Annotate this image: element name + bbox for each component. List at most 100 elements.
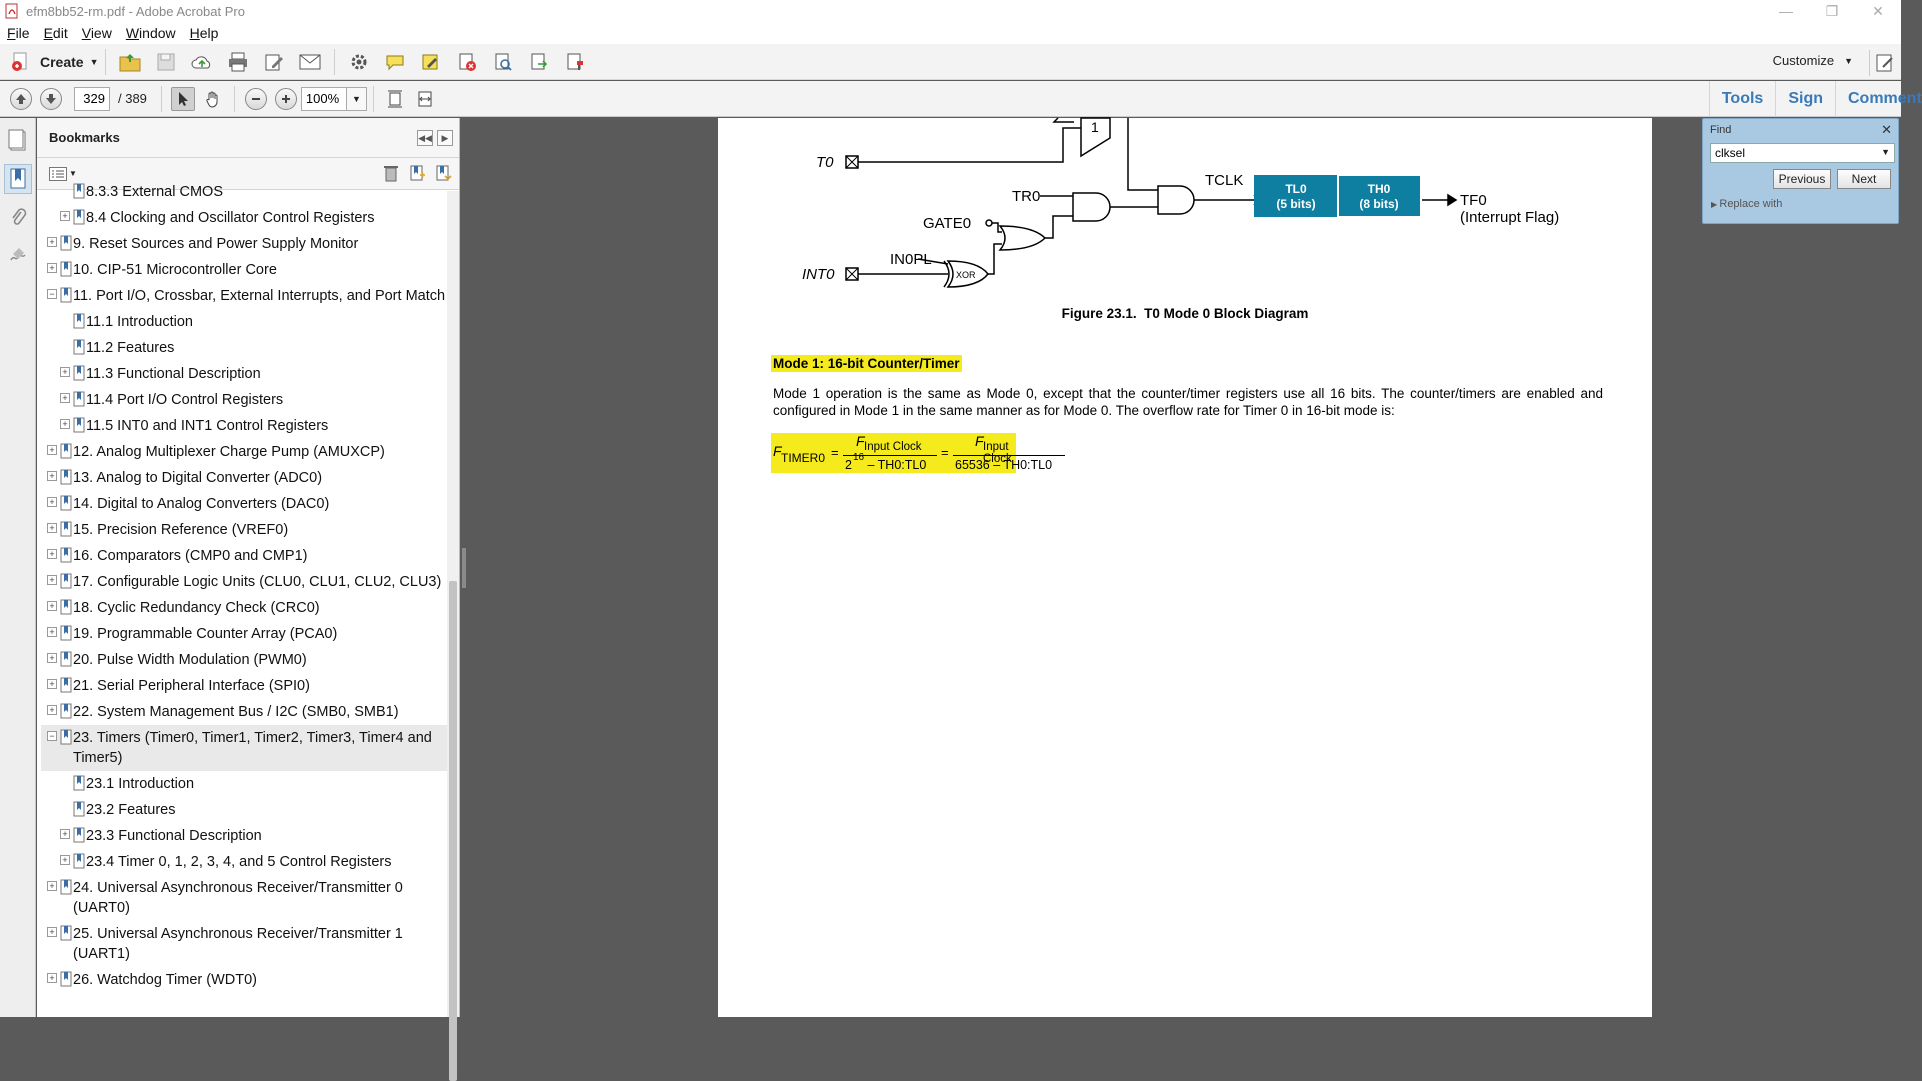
export-button[interactable] (525, 48, 553, 76)
zoom-dropdown[interactable]: ▼ (346, 86, 367, 111)
edit-document-button[interactable] (260, 48, 288, 76)
pane-splitter[interactable] (462, 548, 466, 588)
email-button[interactable] (296, 48, 324, 76)
select-tool-button[interactable] (170, 86, 195, 111)
expand-toggle-icon[interactable]: + (47, 679, 57, 689)
expand-toggle-icon[interactable]: + (47, 237, 57, 247)
expand-toggle-icon[interactable]: + (47, 471, 57, 481)
bookmark-item[interactable]: 23.1 Introduction (41, 771, 447, 797)
expand-toggle-icon[interactable]: + (47, 445, 57, 455)
bookmark-item[interactable]: +15. Precision Reference (VREF0) (41, 517, 447, 543)
bookmark-item[interactable]: 8.3.3 External CMOS (41, 179, 447, 205)
save-button[interactable] (152, 48, 180, 76)
bookmark-item[interactable]: +23.3 Functional Description (41, 823, 447, 849)
expand-toggle-icon[interactable]: + (60, 393, 70, 403)
collapse-pane-button[interactable]: ◀◀ (417, 130, 433, 146)
expand-toggle-icon[interactable]: + (60, 829, 70, 839)
scrollbar-thumb[interactable] (449, 581, 457, 1081)
bookmark-item[interactable]: +11.3 Functional Description (41, 361, 447, 387)
bookmark-item[interactable]: +18. Cyclic Redundancy Check (CRC0) (41, 595, 447, 621)
zoom-in-button[interactable] (274, 87, 297, 110)
menu-edit[interactable]: Edit (43, 25, 68, 41)
find-in-page-button[interactable] (489, 48, 517, 76)
bookmark-item[interactable]: +13. Analog to Digital Converter (ADC0) (41, 465, 447, 491)
panel-toggle-button[interactable] (1869, 50, 1895, 76)
restore-button[interactable]: ❐ (1825, 2, 1839, 19)
expand-toggle-icon[interactable]: + (47, 705, 57, 715)
bookmark-item[interactable]: +21. Serial Peripheral Interface (SPI0) (41, 673, 447, 699)
expand-toggle-icon[interactable]: + (47, 881, 57, 891)
bookmark-item[interactable]: +16. Comparators (CMP0 and CMP1) (41, 543, 447, 569)
collapse-toggle-icon[interactable]: − (47, 731, 57, 741)
bookmark-item[interactable]: +11.4 Port I/O Control Registers (41, 387, 447, 413)
delete-pages-button[interactable] (453, 48, 481, 76)
menu-window[interactable]: Window (125, 25, 176, 41)
chevron-down-icon[interactable]: ▼ (1881, 147, 1890, 157)
bookmark-item[interactable]: 11.1 Introduction (41, 309, 447, 335)
stamp-button[interactable] (561, 48, 589, 76)
attachments-pane-button[interactable] (4, 202, 32, 232)
previous-page-button[interactable] (10, 87, 32, 110)
options-menu-button[interactable]: ▼ (49, 166, 77, 181)
expand-toggle-icon[interactable]: + (47, 497, 57, 507)
pane-options-button[interactable]: ▶ (437, 130, 453, 146)
find-next-button[interactable]: Next (1837, 169, 1891, 189)
bookmark-item[interactable]: +14. Digital to Analog Converters (DAC0) (41, 491, 447, 517)
fit-width-button[interactable] (413, 85, 437, 113)
expand-toggle-icon[interactable]: + (60, 367, 70, 377)
expand-toggle-icon[interactable]: + (60, 419, 70, 429)
signatures-pane-button[interactable] (4, 240, 32, 270)
bookmark-item[interactable]: +8.4 Clocking and Oscillator Control Reg… (41, 205, 447, 231)
bookmark-item[interactable]: +19. Programmable Counter Array (PCA0) (41, 621, 447, 647)
customize-dropdown[interactable]: Customize ▼ (1773, 53, 1853, 68)
hand-tool-button[interactable] (201, 87, 225, 111)
bookmark-item[interactable]: +10. CIP-51 Microcontroller Core (41, 257, 447, 283)
tab-comment[interactable]: Comment (1835, 81, 1922, 117)
new-bookmark-icon[interactable] (409, 164, 425, 182)
highlight-button[interactable] (417, 48, 445, 76)
bookmark-item[interactable]: +25. Universal Asynchronous Receiver/Tra… (41, 921, 447, 967)
find-previous-button[interactable]: Previous (1773, 169, 1831, 189)
bookmark-item[interactable]: 11.2 Features (41, 335, 447, 361)
expand-toggle-icon[interactable]: + (47, 549, 57, 559)
bookmark-item[interactable]: −23. Timers (Timer0, Timer1, Timer2, Tim… (41, 725, 447, 771)
comment-button[interactable] (381, 48, 409, 76)
expand-toggle-icon[interactable]: + (47, 575, 57, 585)
bookmark-item[interactable]: +26. Watchdog Timer (WDT0) (41, 967, 447, 993)
bookmark-item[interactable]: +17. Configurable Logic Units (CLU0, CLU… (41, 569, 447, 595)
find-input[interactable] (1710, 143, 1895, 163)
cloud-upload-button[interactable] (188, 48, 216, 76)
bookmark-item[interactable]: +24. Universal Asynchronous Receiver/Tra… (41, 875, 447, 921)
bookmark-item[interactable]: +9. Reset Sources and Power Supply Monit… (41, 231, 447, 257)
bookmark-item[interactable]: +20. Pulse Width Modulation (PWM0) (41, 647, 447, 673)
next-page-button[interactable] (40, 87, 62, 110)
bookmarks-pane-button[interactable] (4, 164, 32, 194)
page-thumbnails-button[interactable] (4, 126, 32, 156)
trash-icon[interactable] (383, 164, 399, 182)
bookmark-item[interactable]: 23.2 Features (41, 797, 447, 823)
tab-sign[interactable]: Sign (1775, 81, 1835, 117)
tab-tools[interactable]: Tools (1708, 81, 1775, 117)
minimize-button[interactable]: — (1779, 3, 1793, 19)
menu-view[interactable]: View (81, 25, 112, 41)
expand-toggle-icon[interactable]: + (47, 601, 57, 611)
zoom-out-button[interactable] (244, 87, 267, 110)
collapse-toggle-icon[interactable]: − (47, 289, 57, 299)
expand-toggle-icon[interactable]: + (47, 653, 57, 663)
create-button[interactable]: Create ▼ (10, 51, 99, 73)
replace-with-toggle[interactable]: ▶ Replace with (1711, 198, 1782, 210)
expand-toggle-icon[interactable]: + (47, 263, 57, 273)
expand-toggle-icon[interactable]: + (60, 855, 70, 865)
bookmark-item[interactable]: +22. System Management Bus / I2C (SMB0, … (41, 699, 447, 725)
bookmark-item[interactable]: +23.4 Timer 0, 1, 2, 3, 4, and 5 Control… (41, 849, 447, 875)
open-button[interactable] (116, 48, 144, 76)
expand-toggle-icon[interactable]: + (60, 211, 70, 221)
settings-button[interactable] (345, 48, 373, 76)
expand-toggle-icon[interactable]: + (47, 927, 57, 937)
page-number-input[interactable] (74, 86, 110, 111)
fit-page-button[interactable] (383, 85, 407, 113)
menu-help[interactable]: Help (189, 25, 219, 41)
menu-file[interactable]: File (7, 25, 30, 41)
find-close-button[interactable]: ✕ (1881, 122, 1892, 137)
expand-bookmark-icon[interactable] (435, 164, 452, 182)
